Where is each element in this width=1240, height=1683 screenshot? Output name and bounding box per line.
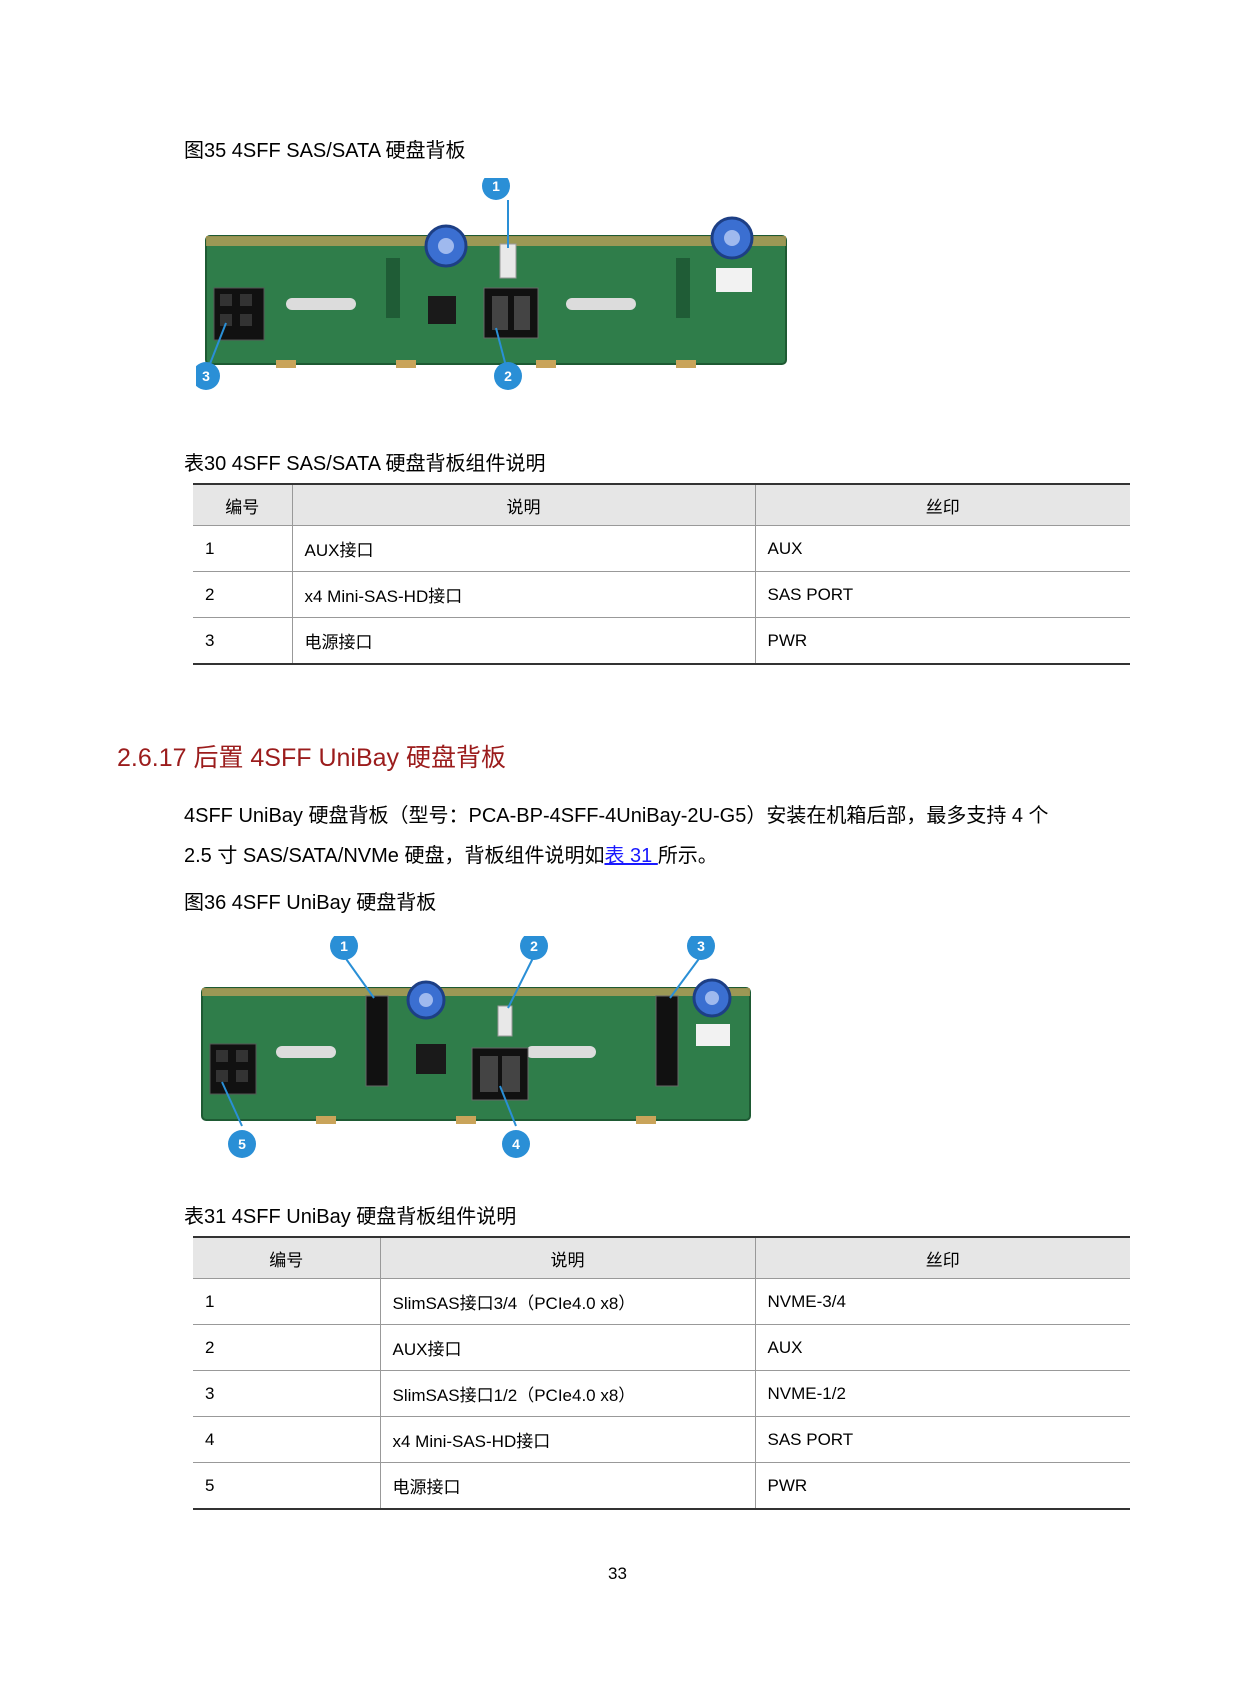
table-row: 2 AUX接口 AUX [193,1324,1130,1371]
table-cell: AUX接口 [379,1324,755,1371]
table-row: 1 AUX接口 AUX [193,525,1130,572]
table-cell: 5 [193,1462,380,1510]
figure36-callout-1: 1 [340,938,348,954]
column-header: 编号 [193,1236,380,1279]
table-cell: x4 Mini-SAS-HD接口 [379,1416,755,1463]
table-cell: 2 [193,1324,380,1371]
table31-caption: 表31 4SFF UniBay 硬盘背板组件说明 [184,1206,517,1228]
table31: 编号 说明 丝印 1 SlimSAS接口3/4（PCIe4.0 x8） NVME… [193,1236,1130,1510]
table-row: 4 x4 Mini-SAS-HD接口 SAS PORT [193,1416,1130,1463]
table-row: 3 电源接口 PWR [193,617,1130,665]
table-row: 5 电源接口 PWR [193,1462,1130,1510]
table-cell: AUX [754,1324,1130,1371]
table-row: 3 SlimSAS接口1/2（PCIe4.0 x8） NVME-1/2 [193,1370,1130,1417]
table-row: 1 SlimSAS接口3/4（PCIe4.0 x8） NVME-3/4 [193,1278,1130,1325]
page-number: 33 [608,1564,627,1583]
column-header: 丝印 [754,1236,1130,1279]
figure35-callout-2: 2 [504,368,512,384]
section-title: 2.6.17 后置 4SFF UniBay 硬盘背板 [117,744,507,772]
figure36-callout-2: 2 [530,938,538,954]
column-header: 说明 [379,1236,755,1279]
figure36-callout-5: 5 [238,1136,246,1152]
table-cell: 1 [193,525,292,572]
column-header: 编号 [193,483,292,526]
table-cell: 电源接口 [379,1462,755,1510]
figure35-callout-3: 3 [202,368,210,384]
table-cell: AUX [754,525,1130,572]
table-cell: SAS PORT [754,1416,1130,1463]
table-cell: NVME-3/4 [754,1278,1130,1325]
section-paragraph: 4SFF UniBay 硬盘背板（型号：PCA-BP-4SFF-4UniBay-… [184,796,1134,876]
table-cell: 4 [193,1416,380,1463]
figure36-caption: 图36 4SFF UniBay 硬盘背板 [184,892,437,914]
figure35-caption: 图35 4SFF SAS/SATA 硬盘背板 [184,140,466,162]
paragraph-line-1: 4SFF UniBay 硬盘背板（型号：PCA-BP-4SFF-4UniBay-… [184,805,1049,827]
column-header: 说明 [291,483,755,526]
figure36-callout-3: 3 [697,938,705,954]
figure36-image: 1 2 3 4 5 [196,936,756,1172]
table-cell: 3 [193,1370,380,1417]
table-cell: x4 Mini-SAS-HD接口 [291,571,755,618]
figure35-image: 1 2 3 [196,178,796,418]
table-header-row: 编号 说明 丝印 [193,1236,1130,1279]
table-row: 2 x4 Mini-SAS-HD接口 SAS PORT [193,571,1130,618]
table-cell: AUX接口 [291,525,755,572]
table-cell: SAS PORT [754,571,1130,618]
paragraph-line-2: 2.5 寸 SAS/SATA/NVMe 硬盘，背板组件说明如表 31 所示。 [184,836,1134,876]
table-cell: PWR [754,1462,1130,1510]
column-header: 丝印 [754,483,1130,526]
table31-link[interactable]: 表 31 [604,845,658,867]
table30: 编号 说明 丝印 1 AUX接口 AUX 2 x4 Mini-SAS-HD接口 … [193,483,1130,665]
paragraph-text: 所示。 [657,845,718,867]
table-cell: SlimSAS接口3/4（PCIe4.0 x8） [379,1278,755,1325]
figure36-callout-4: 4 [512,1136,520,1152]
table30-caption: 表30 4SFF SAS/SATA 硬盘背板组件说明 [184,453,546,475]
table-cell: 3 [193,617,292,665]
table-cell: SlimSAS接口1/2（PCIe4.0 x8） [379,1370,755,1417]
table-header-row: 编号 说明 丝印 [193,483,1130,526]
table-cell: 电源接口 [291,617,755,665]
table-cell: NVME-1/2 [754,1370,1130,1417]
paragraph-text: 2.5 寸 SAS/SATA/NVMe 硬盘，背板组件说明如 [184,845,605,867]
table-cell: 1 [193,1278,380,1325]
table-cell: PWR [754,617,1130,665]
figure35-callout-1: 1 [492,178,500,194]
table-cell: 2 [193,571,292,618]
